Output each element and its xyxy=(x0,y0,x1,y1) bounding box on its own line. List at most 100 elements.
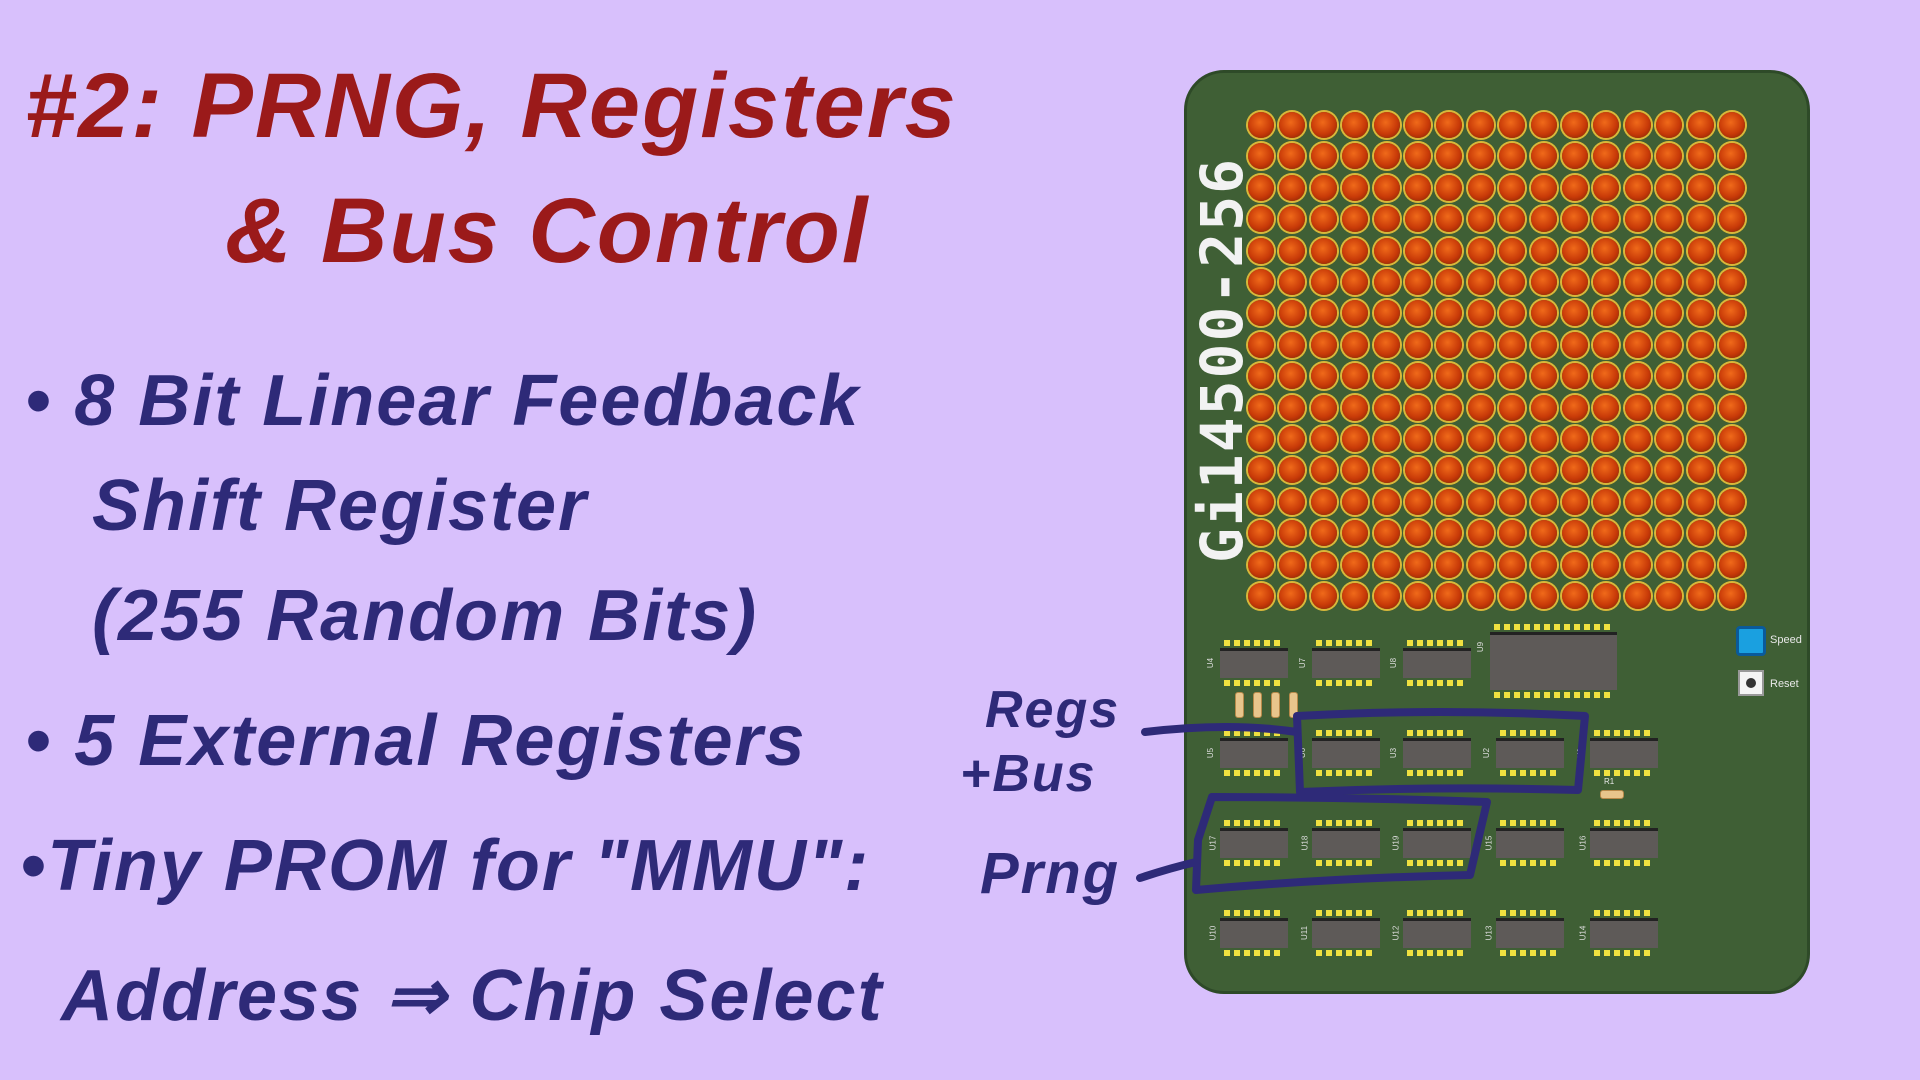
led xyxy=(1656,551,1683,578)
ic-chip-u7: U7 xyxy=(1298,640,1380,686)
led xyxy=(1530,237,1557,264)
led xyxy=(1279,206,1306,233)
led xyxy=(1593,112,1620,138)
led xyxy=(1436,174,1463,201)
led xyxy=(1248,206,1274,233)
led xyxy=(1279,583,1306,609)
ic-chip-u18: U18 xyxy=(1300,820,1380,866)
led xyxy=(1530,269,1557,295)
led xyxy=(1436,520,1463,547)
led xyxy=(1279,363,1306,390)
led xyxy=(1405,583,1431,609)
led xyxy=(1562,331,1588,358)
ic-chip-u10: U10 xyxy=(1208,910,1288,956)
ic-chip-u2: U2 xyxy=(1482,730,1564,776)
led xyxy=(1656,112,1683,138)
led xyxy=(1310,457,1337,484)
led xyxy=(1405,457,1431,484)
led xyxy=(1373,583,1400,609)
led xyxy=(1436,426,1463,452)
led xyxy=(1405,426,1431,452)
led xyxy=(1279,331,1306,358)
annotation-prng: Prng xyxy=(980,841,1121,906)
led xyxy=(1279,551,1306,578)
led xyxy=(1719,300,1745,327)
led xyxy=(1719,426,1745,452)
led xyxy=(1624,206,1651,233)
led xyxy=(1656,457,1683,484)
led xyxy=(1499,457,1526,484)
led xyxy=(1499,300,1526,327)
led xyxy=(1624,426,1651,452)
led xyxy=(1719,331,1745,358)
led xyxy=(1342,551,1369,578)
led xyxy=(1624,394,1651,421)
led xyxy=(1499,237,1526,264)
led xyxy=(1310,394,1337,421)
resistor-r3 xyxy=(1253,692,1262,718)
led xyxy=(1467,520,1494,547)
led xyxy=(1719,394,1745,421)
led xyxy=(1467,551,1494,578)
led xyxy=(1373,331,1400,358)
speed-label: Speed xyxy=(1770,634,1802,646)
led xyxy=(1562,206,1588,233)
led xyxy=(1373,206,1400,233)
led xyxy=(1310,520,1337,547)
reset-button-icon xyxy=(1738,670,1764,696)
led xyxy=(1593,394,1620,421)
led xyxy=(1248,300,1274,327)
led xyxy=(1342,394,1369,421)
ic-chip-u8: U8 xyxy=(1389,640,1471,686)
prng-pointer xyxy=(1136,858,1200,882)
led xyxy=(1687,331,1714,358)
led xyxy=(1373,551,1400,578)
ic-chip-u9: U9 xyxy=(1476,624,1617,698)
led xyxy=(1499,112,1526,138)
led xyxy=(1373,174,1400,201)
led xyxy=(1279,112,1306,138)
led xyxy=(1499,269,1526,295)
led xyxy=(1562,143,1588,170)
led xyxy=(1593,457,1620,484)
led xyxy=(1530,206,1557,233)
led xyxy=(1342,520,1369,547)
led xyxy=(1467,237,1494,264)
led xyxy=(1499,488,1526,515)
regs-bus-box xyxy=(1293,708,1589,796)
led xyxy=(1562,457,1588,484)
bullet-registers: • 5 External Registers xyxy=(25,701,807,781)
led xyxy=(1373,488,1400,515)
led xyxy=(1530,457,1557,484)
led xyxy=(1499,551,1526,578)
led xyxy=(1499,583,1526,609)
led xyxy=(1530,394,1557,421)
led xyxy=(1656,583,1683,609)
led xyxy=(1562,551,1588,578)
led xyxy=(1279,488,1306,515)
led xyxy=(1342,269,1369,295)
led xyxy=(1436,269,1463,295)
led xyxy=(1467,363,1494,390)
led xyxy=(1279,174,1306,201)
led xyxy=(1310,426,1337,452)
led xyxy=(1499,363,1526,390)
led xyxy=(1624,143,1651,170)
led xyxy=(1248,112,1274,138)
led xyxy=(1279,143,1306,170)
led xyxy=(1310,331,1337,358)
led xyxy=(1310,112,1337,138)
led xyxy=(1687,583,1714,609)
led xyxy=(1248,426,1274,452)
led xyxy=(1719,457,1745,484)
led xyxy=(1719,488,1745,515)
led xyxy=(1656,488,1683,515)
led xyxy=(1248,237,1274,264)
led xyxy=(1530,300,1557,327)
led xyxy=(1593,300,1620,327)
bullet-lfsr-line-1: • 8 Bit Linear Feedback xyxy=(25,361,861,441)
led xyxy=(1530,331,1557,358)
led xyxy=(1405,174,1431,201)
led xyxy=(1593,206,1620,233)
led xyxy=(1279,394,1306,421)
